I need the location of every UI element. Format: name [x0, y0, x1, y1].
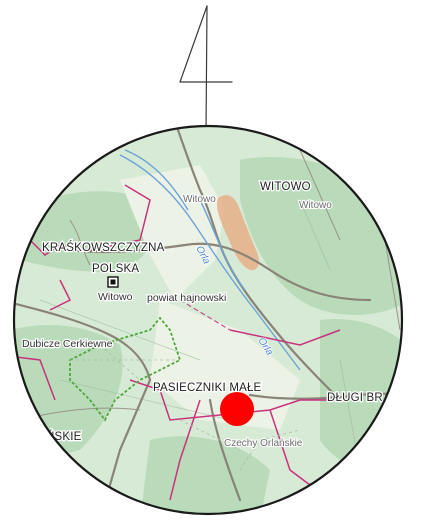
- label-witowo-station: Witowo: [98, 291, 133, 303]
- sheet-number: [179, 5, 233, 133]
- label-witowo-right: Witowo: [299, 200, 332, 211]
- label-czechy: Czechy Orlańskie: [224, 438, 303, 449]
- label-witowo-top: Witowo: [183, 194, 216, 205]
- label-dlugi-br: DŁUGI BR: [327, 392, 383, 404]
- label-polska: POLSKA: [92, 263, 139, 275]
- boundary-dashes: [179, 299, 231, 331]
- label-powiat: powiat hajnowski: [147, 292, 226, 304]
- label-witowo-caps: WITOWO: [260, 181, 311, 193]
- field-lines: [39, 199, 361, 471]
- map-circle-frame: [12, 124, 404, 516]
- river-orla: [119, 149, 301, 371]
- label-pasieczniki: PASIECZNIKI MAŁE: [153, 382, 262, 394]
- label-kraskowszczyzna: KRAŚKOWSZCZYZNA: [42, 241, 165, 254]
- forest-inner-lines: [70, 344, 301, 471]
- railway-station-icon: [107, 276, 119, 288]
- location-marker[interactable]: [220, 392, 254, 426]
- label-nskie: ŃSKIE: [46, 430, 82, 443]
- map-view[interactable]: Witowo WITOWO Witowo KRAŚKOWSZCZYZNA POL…: [0, 120, 436, 517]
- label-dubicze: Dubicze Cerkiewne: [22, 338, 113, 350]
- settlement-area: [216, 195, 259, 271]
- forest-boundary: [69, 316, 182, 422]
